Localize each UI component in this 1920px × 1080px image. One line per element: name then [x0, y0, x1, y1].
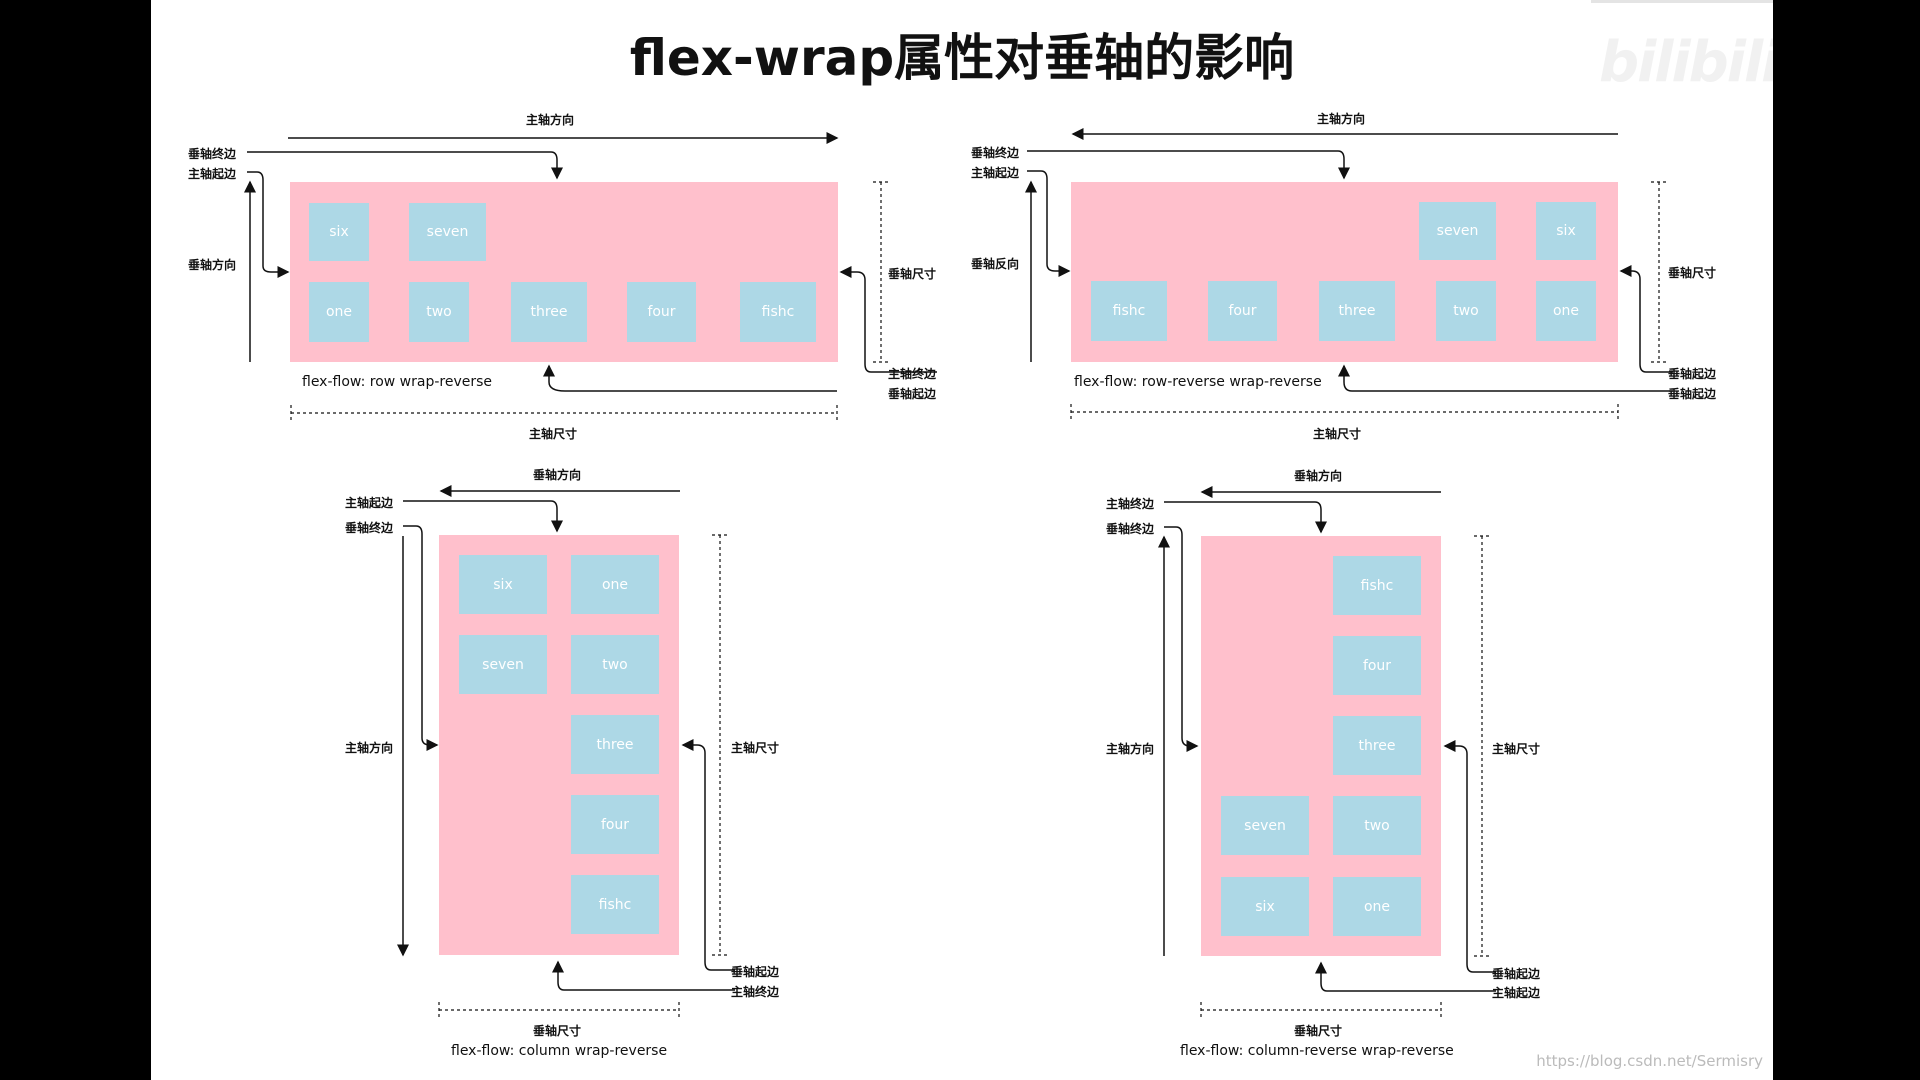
flex-container: seven six fishc four three two one [1071, 182, 1618, 362]
flex-container: six one seven two three four fishc [439, 535, 679, 955]
cross-start-label: 垂轴起边 [1492, 967, 1541, 981]
main-direction-label: 主轴方向 [1106, 742, 1155, 756]
diagram-caption: flex-flow: column-reverse wrap-reverse [1180, 1043, 1454, 1059]
flex-item: seven [409, 203, 486, 261]
flex-item: seven [459, 635, 547, 694]
flex-item: fishc [571, 875, 659, 934]
diagram-column-reverse-wrap-reverse: 垂轴方向 主轴终边 垂轴终边 主轴方向 主轴尺寸 垂轴起边 主轴起边 垂轴尺寸 … [151, 0, 1773, 1080]
cross-direction-label: 垂轴方向 [1294, 469, 1343, 483]
cross-end-label: 垂轴终边 [188, 147, 237, 161]
main-size-label: 主轴尺寸 [1492, 742, 1541, 756]
flex-item: six [459, 555, 547, 614]
flex-item: six [1536, 202, 1596, 260]
flex-item: two [409, 282, 469, 342]
cross-end-label: 垂轴终边 [1106, 522, 1155, 536]
main-start-label: 主轴起边 [188, 167, 237, 181]
diagram-caption: flex-flow: column wrap-reverse [451, 1043, 668, 1059]
flex-item: two [1436, 281, 1496, 341]
main-direction-label: 主轴方向 [345, 741, 394, 755]
diagram-row-wrap-reverse: 主轴方向 垂轴终边 主轴起边 垂轴方向 垂轴尺寸 主轴终边 垂轴起边 主轴尺寸 … [151, 0, 1773, 1080]
cross-size-label: 垂轴尺寸 [1294, 1024, 1343, 1038]
cross-direction-label: 垂轴方向 [188, 258, 237, 272]
flex-container: fishc four three seven two six one [1201, 536, 1441, 956]
main-end-label: 主轴终边 [731, 985, 780, 999]
main-end-label: 主轴终边 [888, 367, 937, 381]
cross-end-label: 垂轴终边 [971, 146, 1020, 160]
slide: flex-wrap属性对垂轴的影响 bilibili [151, 0, 1773, 1080]
cross-size-label: 垂轴尺寸 [888, 267, 937, 281]
main-size-label: 主轴尺寸 [1313, 427, 1362, 441]
flex-item: one [1333, 877, 1421, 936]
cross-size-label: 垂轴尺寸 [533, 1024, 582, 1038]
main-end-label: 主轴终边 [1106, 497, 1155, 511]
cross-start-label: 垂轴起边 [731, 965, 780, 979]
cross-end-label-bottom: 垂轴起边 [1668, 387, 1717, 401]
flex-item: two [1333, 796, 1421, 855]
diagram-caption: flex-flow: row-reverse wrap-reverse [1074, 374, 1322, 390]
flex-item: four [1208, 281, 1277, 341]
diagram-caption: flex-flow: row wrap-reverse [302, 374, 493, 390]
bilibili-watermark: bilibili [1599, 30, 1773, 95]
cross-direction-label: 垂轴方向 [533, 468, 582, 482]
main-direction-label: 主轴方向 [526, 113, 575, 127]
flex-item: seven [1221, 796, 1309, 855]
flex-item: four [1333, 636, 1421, 695]
top-bar [1591, 0, 1773, 3]
flex-item: three [1333, 716, 1421, 775]
main-start-label: 主轴起边 [1492, 986, 1541, 1000]
flex-item: three [571, 715, 659, 774]
flex-item: six [1221, 877, 1309, 936]
flex-item: fishc [740, 282, 816, 342]
main-size-label: 主轴尺寸 [529, 427, 578, 441]
flex-item: two [571, 635, 659, 694]
flex-item: one [571, 555, 659, 614]
flex-item: four [627, 282, 696, 342]
main-size-label: 主轴尺寸 [731, 741, 780, 755]
diagram-row-reverse-wrap-reverse: 主轴方向 垂轴终边 主轴起边 垂轴反向 垂轴尺寸 垂轴起边 垂轴起边 主轴尺寸 … [151, 0, 1773, 1080]
diagram-4-arrows [1158, 486, 1496, 1018]
main-start-label: 主轴起边 [345, 496, 394, 510]
flex-item: one [1536, 281, 1596, 341]
source-credit: https://blog.csdn.net/Sermisry [1536, 1052, 1763, 1070]
flex-item: six [309, 203, 369, 261]
main-start-label: 主轴起边 [971, 166, 1020, 180]
flex-item: fishc [1333, 556, 1421, 615]
flex-item: four [571, 795, 659, 854]
cross-start-label: 垂轴起边 [1668, 367, 1717, 381]
flex-item: three [511, 282, 587, 342]
cross-end-label: 垂轴终边 [345, 521, 394, 535]
flex-item: three [1319, 281, 1395, 341]
flex-item: one [309, 282, 369, 342]
cross-reverse-label: 垂轴反向 [971, 257, 1020, 271]
cross-start-label: 垂轴起边 [888, 387, 937, 401]
main-direction-label: 主轴方向 [1317, 112, 1366, 126]
slide-title: flex-wrap属性对垂轴的影响 [629, 29, 1295, 87]
cross-size-label: 垂轴尺寸 [1668, 266, 1717, 280]
flex-item: seven [1419, 202, 1496, 260]
flex-item: fishc [1091, 281, 1167, 341]
flex-container: six seven one two three four fishc [290, 182, 838, 362]
